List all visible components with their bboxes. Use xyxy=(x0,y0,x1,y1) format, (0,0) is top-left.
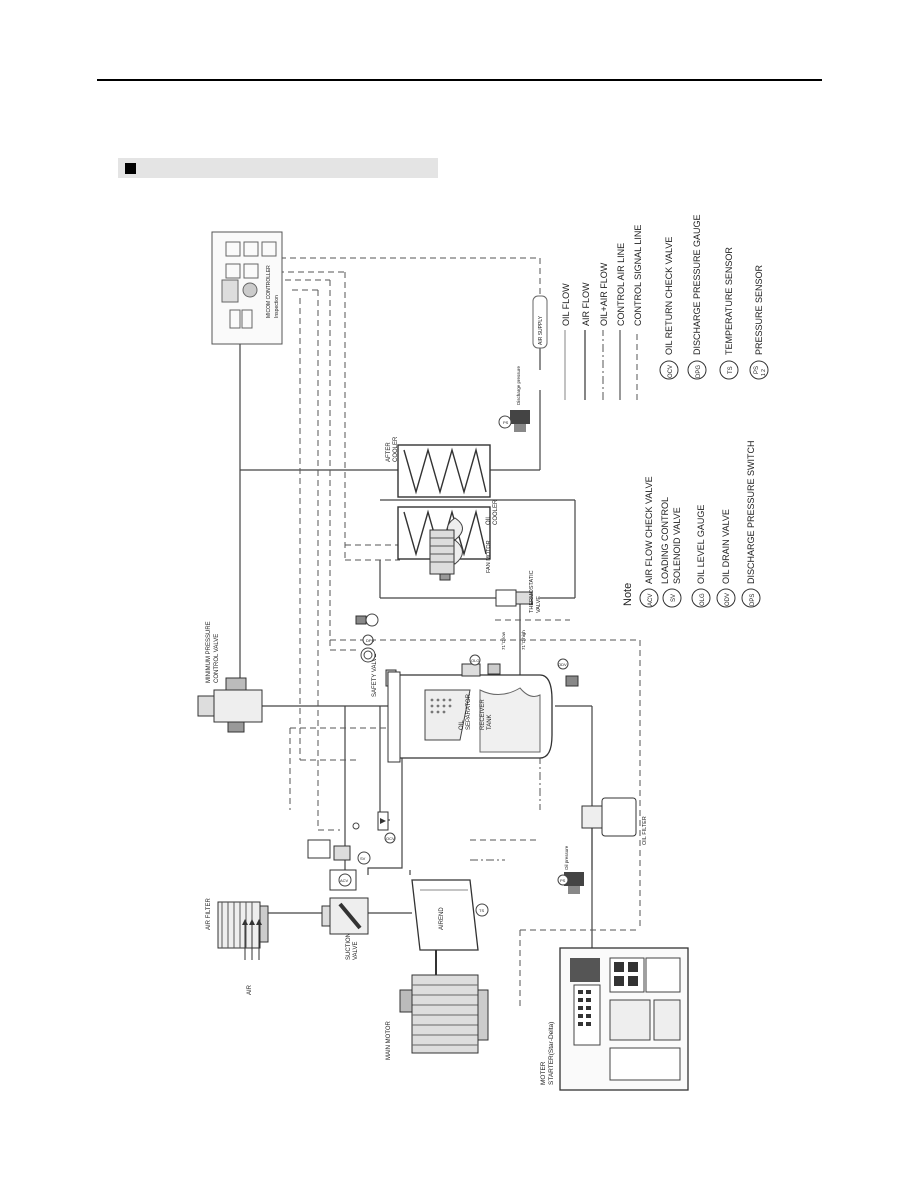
oil-pressure-label: Oil pressure xyxy=(564,845,569,870)
note-ps-label: PRESSURE SENSOR xyxy=(754,264,764,355)
oil-separator-label-2: SEPARATOR xyxy=(466,693,472,730)
note-code-olg: OLG xyxy=(700,593,706,606)
note-title: Note xyxy=(622,583,634,606)
svg-text:ACV: ACV xyxy=(340,878,349,883)
suction-valve: SUCTION VALVE xyxy=(321,897,369,960)
air-filter-label: AIR FILTER xyxy=(206,897,212,930)
note-olg-label: OIL LEVEL GAUGE xyxy=(696,505,706,584)
motor-starter-label: MOTER xyxy=(540,1061,547,1085)
note-code-dps: DPS xyxy=(750,594,756,606)
motor-starter: MOTER STARTER(Star-Delta) xyxy=(540,947,689,1091)
safety-valve-label: SAFETY VALVE xyxy=(372,654,378,697)
svg-text:OCV: OCV xyxy=(386,836,395,841)
thermostatic-valve: THERMOSTATIC VALVE 71°C low 71°C high xyxy=(495,570,542,650)
note-legend: Note ACV AIR FLOW CHECK VALVE SV LOADING… xyxy=(622,214,769,608)
oil-cooler-label-2: COOLER xyxy=(493,499,499,525)
legend-control-signal-line: CONTROL SIGNAL LINE xyxy=(633,225,643,326)
oil-filter: OIL FILTER xyxy=(581,797,648,845)
legend-air-flow: AIR FLOW xyxy=(581,282,591,326)
svg-text:SV: SV xyxy=(360,856,366,861)
svg-text:PS: PS xyxy=(503,420,509,425)
svg-text:TS: TS xyxy=(479,908,484,913)
micom-controller: MICOM CONTROLLER Inspection xyxy=(211,231,283,345)
mpcv-label-2: CONTROL VALVE xyxy=(214,634,220,683)
receiver-tank-label: RECEIVER xyxy=(480,699,486,730)
air-supply-label: AIR SUPPLY xyxy=(538,315,544,345)
motor-starter-label-2: STARTER(Star-Delta) xyxy=(548,1022,555,1085)
fan-motor-label: FAN MOTOR xyxy=(486,540,492,573)
main-motor-label: MAIN MOTOR xyxy=(386,1020,392,1060)
legend-control-air-line: CONTROL AIR LINE xyxy=(616,243,626,326)
note-code-ps: PS xyxy=(754,366,760,374)
legend-oil-air-flow: OIL+AIR FLOW xyxy=(599,262,609,326)
suction-valve-label: SUCTION xyxy=(346,933,352,960)
after-cooler-label-2: COOLER xyxy=(393,436,399,462)
mpcv-label: MINIMUM PRESSURE xyxy=(206,621,212,683)
note-odv-label: OIL DRAIN VALVE xyxy=(721,509,731,584)
acv-sv-block: ACV SV xyxy=(307,822,371,891)
temp-high-label: 71°C high xyxy=(521,630,526,650)
temp-low-label: 71°C low xyxy=(501,631,506,650)
suction-valve-label-2: VALVE xyxy=(353,942,359,960)
note-ts-label: TEMPERATURE SENSOR xyxy=(724,247,734,355)
oil-separator-tank: OIL SEPARATOR RECEIVER TANK OLG ODV xyxy=(387,654,579,763)
line-legend: OIL FLOW AIR FLOW OIL+AIR FLOW CONTROL A… xyxy=(561,225,643,400)
dpg-gauge: DPS xyxy=(355,613,379,663)
note-ocv-label: OIL RETURN CHECK VALVE xyxy=(664,237,674,355)
micom-controller-label: MICOM CONTROLLER xyxy=(266,265,272,318)
header-rule xyxy=(97,79,822,81)
section-bullet-icon xyxy=(125,163,136,174)
air-supply: AIR SUPPLY xyxy=(532,295,548,349)
svg-text:DPS: DPS xyxy=(366,638,375,643)
svg-text:PS: PS xyxy=(560,878,566,883)
main-motor: MAIN MOTOR xyxy=(386,974,489,1060)
piping-lines xyxy=(239,272,593,1010)
control-signal-lines xyxy=(270,257,641,1010)
note-code-dpg: DPG xyxy=(696,365,702,378)
after-cooler: AFTER COOLER xyxy=(386,436,491,498)
note-sv-label-2: SOLENOID VALVE xyxy=(672,507,682,584)
airend: AIREND TS xyxy=(411,879,489,975)
note-code-odv: ODV xyxy=(725,593,731,606)
thermostatic-label: THERMOSTATIC xyxy=(529,570,535,613)
note-code-ts: TS xyxy=(728,366,734,374)
after-cooler-label: AFTER xyxy=(386,442,392,462)
air-intake: AIR xyxy=(242,919,262,995)
legend-oil-flow: OIL FLOW xyxy=(561,283,571,326)
svg-text:ODV: ODV xyxy=(558,662,567,667)
inspection-label: Inspection xyxy=(274,295,280,318)
note-dpg-label: DISCHARGE PRESSURE GAUGE xyxy=(692,214,702,355)
oil-pressure-sensor: PS Oil pressure xyxy=(557,845,584,894)
note-code-sv: SV xyxy=(671,594,677,602)
note-acv-label: AIR FLOW CHECK VALVE xyxy=(644,476,654,584)
fan-motor: FAN MOTOR xyxy=(429,517,492,581)
oil-filter-label: OIL FILTER xyxy=(642,816,648,845)
discharge-pressure-label: Discharge pressure xyxy=(516,365,521,405)
section-header-bar xyxy=(118,158,438,178)
receiver-tank-label-2: TANK xyxy=(487,714,493,730)
airend-label: AIREND xyxy=(439,907,445,930)
minimum-pressure-valve: MINIMUM PRESSURE CONTROL VALVE xyxy=(197,621,263,733)
note-code-acv: ACV xyxy=(648,594,654,606)
svg-text:OLG: OLG xyxy=(471,658,479,663)
oil-separator-label: OIL xyxy=(459,720,465,730)
note-code-ps-2: 1 2 xyxy=(761,369,767,376)
note-code-ocv: OCV xyxy=(668,365,674,378)
thermostatic-label-2: VALVE xyxy=(536,596,542,613)
air-filter: AIR FILTER xyxy=(206,897,269,949)
note-sv-label: LOADING CONTROL xyxy=(660,497,670,584)
ocv-valve: OCV xyxy=(377,811,396,844)
oil-cooler-label: OIL xyxy=(486,515,492,525)
note-dps-label: DISCHARGE PRESSURE SWITCH xyxy=(746,440,756,584)
air-label: AIR xyxy=(247,984,253,995)
discharge-pressure-sensor: PS Discharge pressure xyxy=(498,365,530,432)
